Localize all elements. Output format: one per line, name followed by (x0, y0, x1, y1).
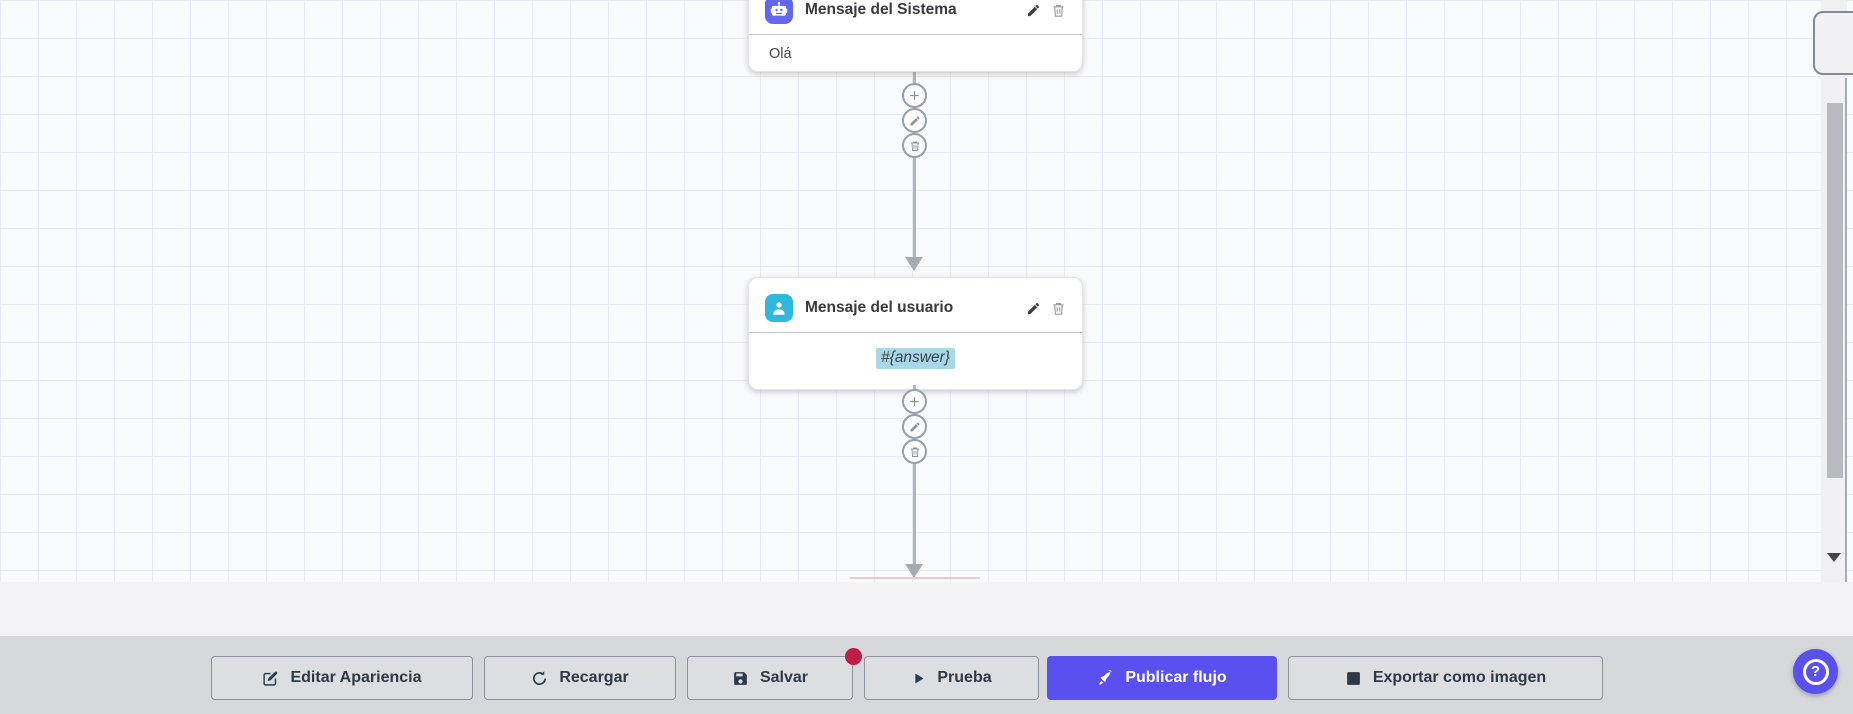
button-label: Publicar flujo (1125, 669, 1227, 686)
node-user-message[interactable]: Mensaje del usuario #{answer} (748, 277, 1083, 390)
reload-button[interactable]: Recargar (484, 656, 676, 700)
scroll-down-icon[interactable] (1827, 553, 1841, 562)
edit-connection-button[interactable] (902, 414, 927, 439)
window-edge-divider (1845, 78, 1847, 714)
node-header: Mensaje del usuario (749, 278, 1082, 333)
edit-connection-button[interactable] (902, 108, 927, 133)
question-icon: ? (1802, 658, 1829, 685)
edit-square-icon (262, 670, 279, 687)
save-button[interactable]: Salvar (687, 656, 853, 700)
add-node-button[interactable] (902, 83, 927, 108)
node-system-message[interactable]: Mensaje del Sistema Olá (748, 0, 1083, 72)
export-image-button[interactable]: Exportar como imagen (1288, 656, 1603, 700)
user-icon (765, 294, 793, 322)
flow-canvas[interactable]: Mensaje del Sistema Olá (0, 0, 1853, 582)
node-content: #{answer} (749, 333, 1082, 389)
canvas-scrollbar[interactable] (1821, 0, 1847, 582)
next-node-top-edge (850, 577, 980, 579)
delete-connection-button[interactable] (902, 133, 927, 158)
variable-chip[interactable]: #{answer} (876, 348, 955, 369)
connector-line (913, 385, 916, 566)
button-label: Prueba (937, 669, 992, 686)
delete-node-icon[interactable] (1051, 301, 1066, 316)
node-actions (1026, 3, 1066, 18)
side-panel-fragment (1813, 11, 1853, 75)
delete-node-icon[interactable] (1051, 3, 1066, 18)
connector-line (913, 68, 916, 258)
unsaved-changes-badge (845, 648, 862, 665)
connector-arrowhead-icon (905, 257, 923, 271)
rocket-icon (1097, 669, 1114, 687)
play-icon (911, 671, 926, 686)
scrollbar-thumb[interactable] (1827, 103, 1843, 478)
node-content: Olá (769, 46, 792, 62)
edit-node-icon[interactable] (1026, 3, 1041, 18)
delete-connection-button[interactable] (902, 439, 927, 464)
help-button[interactable]: ? (1793, 649, 1838, 694)
add-node-button[interactable] (902, 389, 927, 414)
node-header: Mensaje del Sistema (749, 0, 1082, 35)
edit-node-icon[interactable] (1026, 301, 1041, 316)
node-title: Mensaje del usuario (805, 299, 954, 316)
canvas-footer-strip (0, 582, 1853, 636)
connector-arrowhead-icon (905, 564, 923, 578)
test-button[interactable]: Prueba (864, 656, 1039, 700)
button-label: Recargar (559, 669, 629, 686)
publish-flow-button[interactable]: Publicar flujo (1047, 656, 1277, 700)
robot-icon (765, 0, 793, 24)
refresh-icon (531, 670, 548, 687)
button-label: Salvar (759, 669, 809, 686)
save-icon (732, 670, 749, 687)
node-title: Mensaje del Sistema (805, 1, 957, 18)
edit-appearance-button[interactable]: Editar Apariencia (211, 656, 473, 700)
button-label: Exportar como imagen (1372, 669, 1547, 686)
image-icon (1345, 670, 1362, 687)
button-label: Editar Apariencia (290, 669, 422, 686)
bottom-toolbar: Editar Apariencia Recargar Salvar (0, 636, 1853, 714)
node-actions (1026, 301, 1066, 316)
